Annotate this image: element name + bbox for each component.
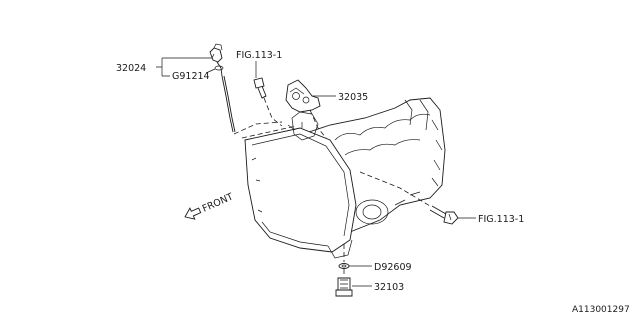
drain-plug-32103 bbox=[335, 277, 353, 297]
transmission-case bbox=[244, 97, 446, 259]
diagram-id: A113001297 bbox=[572, 305, 630, 315]
fig-ref-top: FIG.113-1 bbox=[236, 50, 282, 61]
front-label: FRONT bbox=[201, 191, 235, 214]
leader-lines bbox=[156, 53, 476, 287]
part-label-d92609: D92609 bbox=[374, 262, 412, 273]
gasket-d92609 bbox=[338, 263, 350, 269]
part-label-g91214: G91214 bbox=[172, 71, 210, 82]
part-label-32103: 32103 bbox=[374, 282, 404, 293]
bolt-top bbox=[253, 77, 267, 99]
bracket-32035 bbox=[285, 79, 321, 113]
bolt-right bbox=[429, 205, 459, 225]
part-label-32035: 32035 bbox=[338, 92, 368, 103]
assembly-lines bbox=[233, 97, 431, 277]
fig-ref-bolt: FIG.113-1 bbox=[478, 214, 524, 225]
dipstick-32024 bbox=[209, 43, 236, 133]
o-ring-g91214 bbox=[214, 65, 224, 71]
part-label-32024: 32024 bbox=[116, 63, 146, 74]
front-arrow bbox=[184, 207, 202, 220]
